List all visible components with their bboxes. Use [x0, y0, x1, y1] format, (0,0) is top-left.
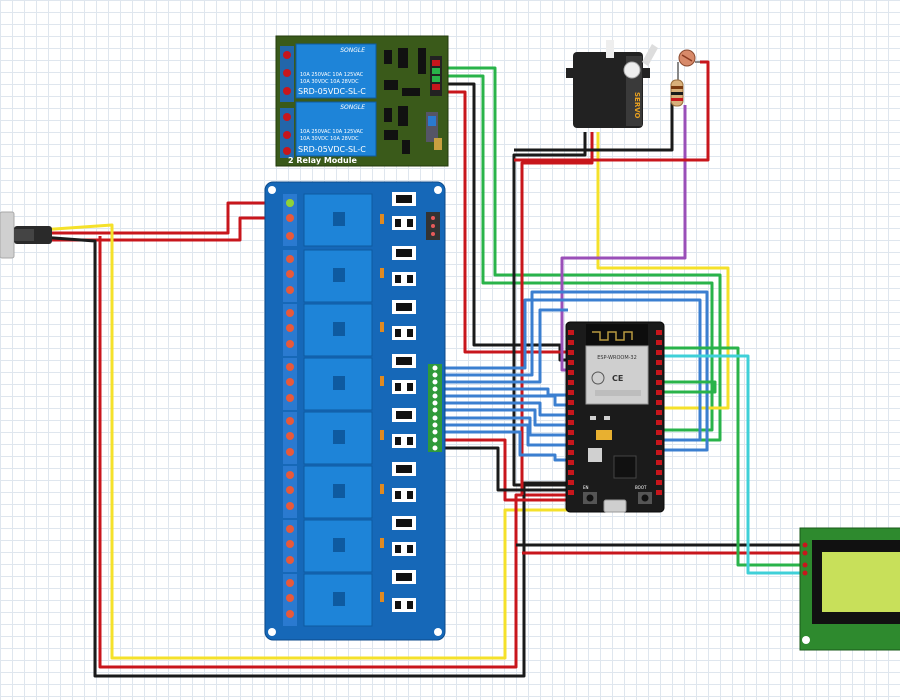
relay8-blue-wire-6[interactable]	[440, 401, 568, 417]
relay8-blue-wire-8[interactable]	[440, 416, 568, 437]
lcd-screen	[822, 552, 900, 612]
relay2-spec-1a: 10A 250VAC 10A 125VAC	[300, 72, 364, 78]
servo-red-wire[interactable]	[520, 132, 594, 495]
dc-power-jack[interactable]	[0, 211, 52, 259]
relay8-red-vcc[interactable]	[440, 438, 568, 502]
servo-horn	[642, 44, 658, 66]
relay8-blue-wire-7[interactable]	[440, 408, 568, 427]
lcd-green-wire[interactable]	[660, 346, 800, 567]
servo-motor[interactable]: SERVO	[566, 40, 658, 128]
esp32-shield-label: ESP-WROOM-32	[597, 355, 637, 361]
esp32-en-label: EN	[583, 485, 589, 490]
jack-red-wire[interactable]	[40, 201, 290, 235]
relay-module-2ch[interactable]: SONGLE 10A 250VAC 10A 125VAC 10A 30VDC 1…	[275, 35, 449, 167]
relay8-input-header	[428, 364, 442, 452]
esp-green-wire-3[interactable]	[660, 380, 717, 394]
relay8-blue-wire-4[interactable]	[440, 387, 568, 397]
relay2-title: 2 Relay Module	[288, 156, 357, 165]
relay2-relay-2	[295, 101, 377, 157]
relay8-components	[380, 192, 416, 612]
relay2-spec-2a: 10A 250VAC 10A 125VAC	[300, 129, 364, 135]
relay2-brand-2: SONGLE	[340, 104, 365, 111]
relay2-model-1: SRD-05VDC-SL-C	[298, 87, 366, 96]
relay2-brand-1: SONGLE	[340, 47, 365, 54]
relay8-blue-wire-2[interactable]	[440, 290, 709, 452]
esp32-board[interactable]: ESP-WROOM-32 CE	[565, 321, 665, 513]
servo-label: SERVO	[633, 92, 641, 119]
servo-yellow-wire[interactable]	[596, 132, 730, 410]
lcd-pins	[802, 542, 808, 576]
antenna-trace	[592, 331, 633, 341]
esp32-usb-port[interactable]	[603, 499, 627, 513]
esp32-ce-mark: CE	[612, 374, 623, 383]
lcd-cyan-wire[interactable]	[660, 354, 800, 575]
ldr-purple-wire[interactable]	[560, 105, 687, 372]
jack-black-wire[interactable]	[39, 235, 568, 678]
relay8-blue-wire-10[interactable]	[440, 430, 568, 462]
relay8-blue-wire-9[interactable]	[440, 423, 568, 447]
esp32-boot-label: BOOT	[635, 485, 647, 490]
esp32-chip-small	[588, 448, 602, 462]
relay2-black-wire[interactable]	[440, 82, 568, 362]
ldr-sensor[interactable]	[670, 49, 700, 107]
relay2-components	[384, 48, 442, 154]
esp32-usb-chip	[613, 455, 637, 479]
relay2-green-wire-2[interactable]	[440, 74, 714, 432]
relay-module-8ch[interactable]	[264, 181, 446, 641]
esp32-pins-left	[568, 330, 574, 495]
jack-red-wire-3[interactable]	[98, 236, 568, 669]
esp32-regulator	[596, 430, 612, 440]
relay2-spec-2b: 10A 30VDC 10A 28VDC	[300, 136, 359, 142]
relay8-relays	[303, 193, 373, 627]
jack-red-wire-2[interactable]	[40, 216, 290, 242]
relay8-blue-wire-5[interactable]	[440, 394, 568, 407]
relay8-jumper	[426, 212, 440, 240]
ldr-black-wire[interactable]	[514, 100, 674, 152]
esp32-pins-right	[656, 330, 662, 495]
relay2-green-wire-1[interactable]	[440, 66, 722, 442]
wires	[39, 60, 800, 678]
ldr-red-wire[interactable]	[514, 60, 710, 162]
relay2-red-wire[interactable]	[440, 90, 568, 354]
relay8-blue-wire-1[interactable]	[440, 298, 702, 442]
relay8-black-gnd[interactable]	[440, 446, 568, 492]
relay2-header-pins	[430, 56, 442, 96]
relay2-terminals	[280, 46, 294, 158]
relay8-terminals	[283, 194, 297, 626]
relay2-relay-1	[295, 43, 377, 99]
servo-black-wire[interactable]	[512, 132, 587, 487]
relay2-spec-1b: 10A 30VDC 10A 28VDC	[300, 79, 359, 85]
relay2-model-2: SRD-05VDC-SL-C	[298, 145, 366, 154]
relay8-blue-wire-3[interactable]	[440, 308, 568, 384]
lcd-display[interactable]	[799, 527, 900, 651]
